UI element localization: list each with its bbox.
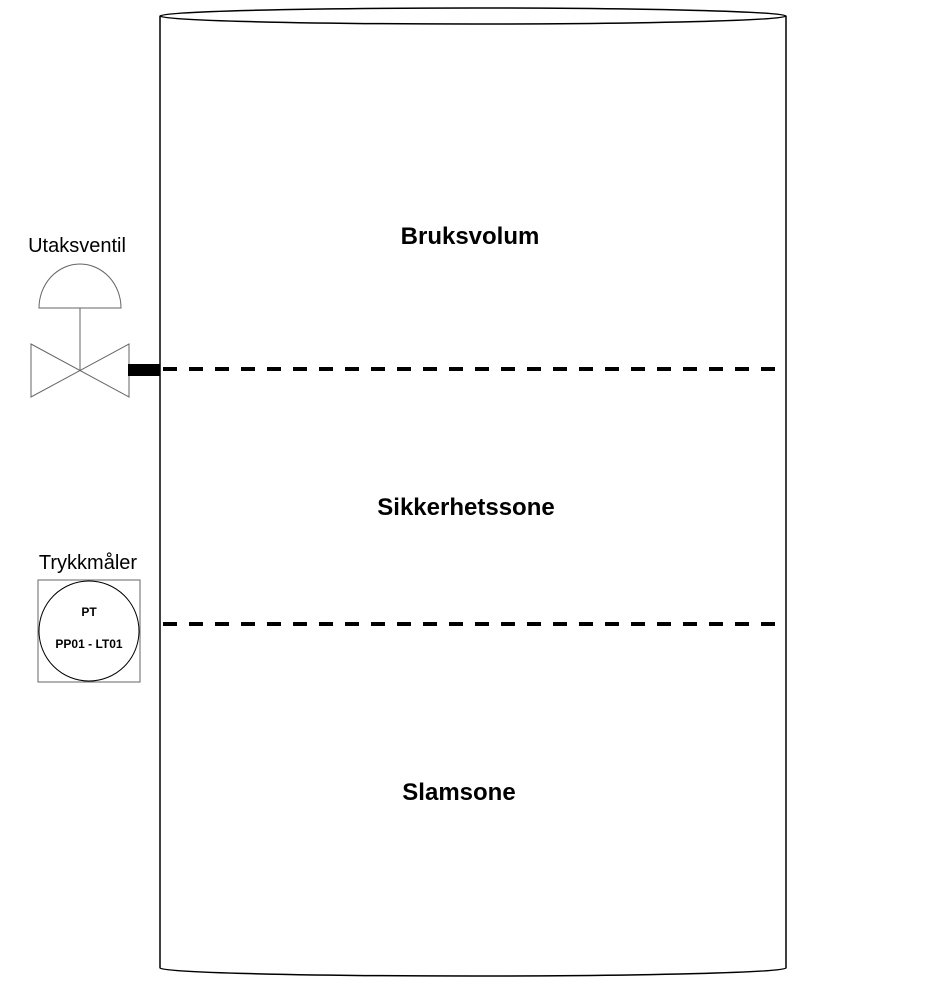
tank bbox=[159, 7, 787, 977]
valve-body-icon bbox=[30, 343, 130, 398]
valve-label: Utaksventil bbox=[28, 235, 126, 257]
pressure-gauge-tag-id: PP01 - LT01 bbox=[55, 637, 122, 651]
tank-body bbox=[159, 16, 787, 977]
zone-label-slamsone: Slamsone bbox=[402, 779, 515, 806]
pressure-gauge-tag-type: PT bbox=[81, 605, 97, 619]
pressure-gauge: Trykkmåler PT PP01 - LT01 bbox=[37, 552, 141, 683]
tank-top bbox=[159, 7, 787, 25]
zone-label-bruksvolum: Bruksvolum bbox=[401, 223, 540, 250]
valve-actuator-icon bbox=[38, 263, 122, 309]
zone-label-sikkerhetssone: Sikkerhetssone bbox=[377, 494, 554, 521]
pressure-gauge-circle-icon bbox=[38, 580, 140, 682]
pressure-gauge-label: Trykkmåler bbox=[39, 552, 137, 574]
outlet-valve: Utaksventil bbox=[28, 235, 160, 398]
valve-outlet-pipe bbox=[128, 364, 160, 376]
